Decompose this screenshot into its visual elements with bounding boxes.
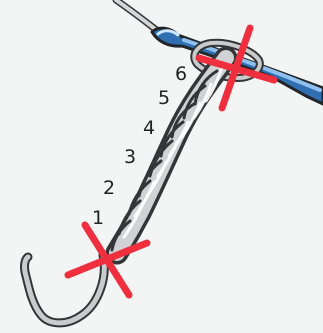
stitch-number-5: 5 [158,87,170,109]
stitch-number-2: 2 [103,177,115,199]
stitch-number-3: 3 [124,146,136,168]
stitch-number-4: 4 [143,117,155,139]
stitch-number-6: 6 [175,63,187,85]
stitch-number-1: 1 [92,207,104,229]
